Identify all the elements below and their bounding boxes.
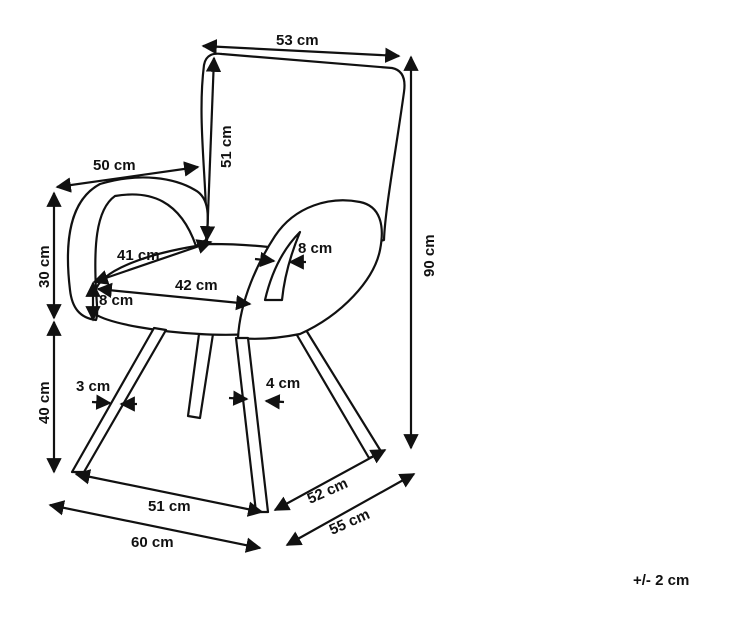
dim-line-arm-thickness-left (254, 251, 276, 268)
dim-line-arm-depth (55, 161, 200, 193)
tolerance-note: +/- 2 cm (633, 572, 690, 589)
label-seat-width: 42 cm (175, 277, 218, 294)
label-back-height: 51 cm (218, 125, 235, 168)
label-base-depth: 52 cm (305, 475, 351, 508)
label-arm-depth: 50 cm (93, 157, 136, 174)
dim-line-total-width (48, 500, 262, 553)
dim-line-leg-front-a (91, 394, 112, 410)
label-seat-depth: 41 cm (117, 247, 160, 264)
dim-line-top-width (201, 39, 401, 63)
armrest-right (236, 199, 383, 340)
label-top-width: 53 cm (276, 32, 319, 49)
label-leg-side: 4 cm (266, 375, 300, 392)
label-leg-front: 3 cm (76, 378, 110, 395)
dim-line-seat-depth (92, 239, 213, 285)
rear-leg-right (292, 328, 384, 460)
dimension-lines (46, 39, 419, 553)
label-seat-thickness: 8 cm (99, 292, 133, 309)
rear-leg-left (186, 332, 215, 420)
dim-line-leg-side-b (264, 394, 285, 410)
dim-line-leg-side-a (228, 390, 249, 406)
armrest-right-inner (263, 230, 302, 302)
label-seat-height: 40 cm (36, 381, 53, 424)
label-arm-thickness: 8 cm (298, 240, 332, 257)
label-base-width: 51 cm (148, 498, 191, 515)
dim-line-total-depth (285, 473, 416, 546)
chair-illustration (66, 52, 406, 514)
front-leg-left (70, 326, 168, 474)
dim-line-seat-width (96, 282, 252, 311)
dimension-labels: 53 cm 51 cm 50 cm 30 cm 41 cm 8 cm 42 cm… (36, 32, 438, 551)
label-arm-height: 30 cm (36, 245, 53, 288)
front-leg-right (234, 336, 270, 514)
label-total-width: 60 cm (131, 534, 174, 551)
dim-line-back-height (199, 56, 222, 242)
label-total-height: 90 cm (421, 234, 438, 277)
